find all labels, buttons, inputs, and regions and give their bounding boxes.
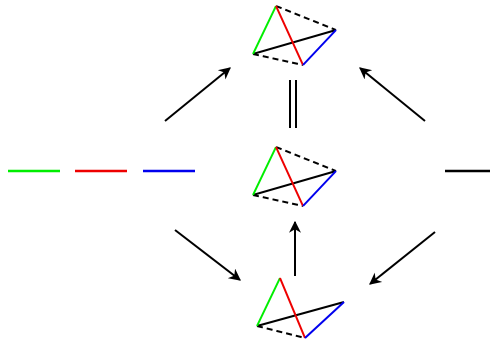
arrow-left-to-bottom: [174, 229, 241, 281]
tetra-bottom-blue-edge: [304, 301, 345, 339]
tetrahedron-bottom: [256, 277, 345, 339]
tetra-top-black-diagonal: [252, 29, 337, 55]
arrow-right-to-top: [359, 67, 426, 122]
tetrahedron-middle: [252, 146, 337, 207]
tetra-top-green-edge: [252, 5, 277, 55]
tetra-top-dashed-top: [275, 5, 337, 31]
tetra-bottom-black-top: [256, 301, 345, 327]
equal-sign: [289, 80, 297, 128]
tetra-top-blue-edge: [302, 29, 337, 66]
tetra-middle-blue-edge: [302, 170, 337, 207]
tetra-bottom-dashed-bottom: [256, 325, 306, 339]
tetra-bottom-red-edge: [279, 277, 306, 339]
tetra-middle-dashed-bottom: [252, 194, 304, 207]
tetra-top-dashed-bottom: [252, 53, 304, 66]
tetra-middle-dashed-top: [275, 146, 337, 172]
arrows: [164, 67, 436, 285]
tetra-middle-green-edge: [252, 146, 277, 196]
tetra-bottom-green-edge: [256, 277, 281, 327]
tetrahedron-top: [252, 5, 337, 66]
arrow-left-to-top: [164, 67, 231, 122]
tetra-middle-black-diagonal: [252, 170, 337, 196]
tetra-top-red-edge: [275, 5, 304, 66]
tetra-middle-red-edge: [275, 146, 304, 207]
arrow-right-to-bottom: [369, 231, 436, 285]
